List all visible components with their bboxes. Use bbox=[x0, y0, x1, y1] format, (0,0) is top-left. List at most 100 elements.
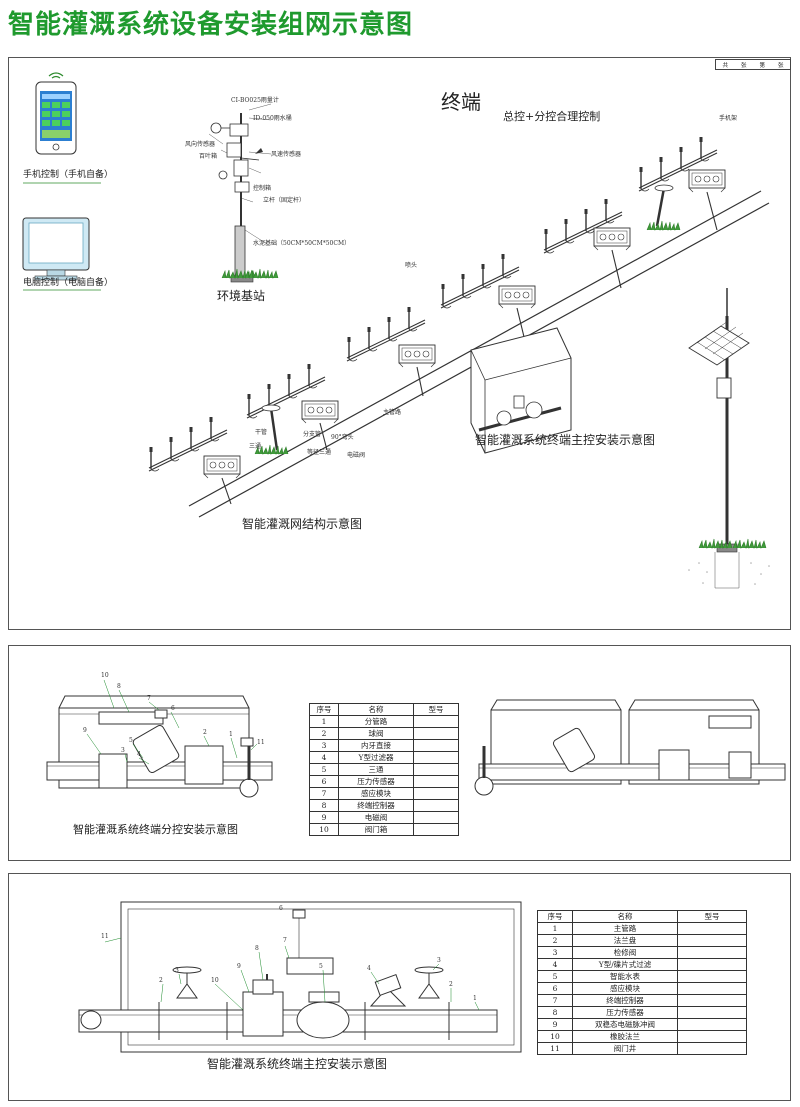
cell-model bbox=[413, 787, 459, 800]
title-block-cell: 张 bbox=[740, 62, 747, 69]
cell-name: Y型/碟片式过滤 bbox=[572, 958, 678, 971]
column-header: 型号 bbox=[677, 910, 747, 923]
station-label: 百叶箱 bbox=[199, 153, 218, 160]
column-header: 名称 bbox=[572, 910, 678, 923]
cell-name: 橡胶法兰 bbox=[572, 1030, 678, 1043]
callout-number: 4 bbox=[367, 965, 371, 972]
cell-name: 终端控制器 bbox=[338, 799, 414, 812]
cell-model bbox=[413, 739, 459, 752]
cell-index: 1 bbox=[309, 715, 339, 728]
cell-model bbox=[677, 970, 747, 983]
cell-model bbox=[413, 715, 459, 728]
callout-number: 1 bbox=[229, 731, 233, 738]
callout-number: 2 bbox=[449, 981, 453, 988]
station-label: 风向传感器 bbox=[185, 141, 216, 148]
cell-model bbox=[413, 811, 459, 824]
sub-control-box-right bbox=[474, 699, 786, 796]
callout-leaders bbox=[104, 937, 480, 1011]
callout-number: 11 bbox=[257, 739, 265, 746]
callout-number: 3 bbox=[175, 967, 179, 974]
callout-number: 8 bbox=[117, 683, 121, 690]
cell-index: 9 bbox=[537, 1018, 573, 1031]
main-box-caption: 智能灌溉系统终端主控安装示意图 bbox=[475, 433, 656, 447]
terminal-title: 终端 bbox=[441, 90, 481, 114]
station-label: ID-050雨水桶 bbox=[253, 115, 292, 122]
station-label: CI-BO025雨量计 bbox=[231, 97, 279, 104]
network-caption: 智能灌溉网结构示意图 bbox=[242, 517, 363, 531]
callout-number: 5 bbox=[129, 737, 133, 744]
title-block-cell: 第 bbox=[759, 62, 765, 69]
callout-number: 8 bbox=[255, 945, 259, 952]
callout-number: 10 bbox=[101, 672, 109, 679]
cell-model bbox=[677, 1042, 747, 1055]
cell-model bbox=[677, 946, 747, 959]
pipe-label: 等径三通 bbox=[307, 449, 332, 456]
cell-name: 三通 bbox=[338, 763, 414, 776]
cell-name: 内牙直接 bbox=[338, 739, 414, 752]
cell-name: 感应模块 bbox=[572, 982, 678, 995]
cell-model bbox=[677, 1018, 747, 1031]
cell-name: 阀门井 bbox=[572, 1042, 678, 1055]
cell-index: 3 bbox=[537, 946, 573, 959]
callout-number: 7 bbox=[147, 695, 151, 702]
column-header: 序号 bbox=[537, 910, 573, 923]
callout-number: 3 bbox=[121, 747, 125, 754]
sub-control-diagram bbox=[46, 679, 786, 798]
cell-model bbox=[677, 994, 747, 1007]
cell-name: 法兰盘 bbox=[572, 934, 678, 947]
table-header: 序号 名称 型号 bbox=[537, 910, 747, 923]
callout-number: 3 bbox=[437, 957, 441, 964]
pc-control-label: 电脑控制（电脑自备） bbox=[23, 278, 114, 288]
page-title: 智能灌溉系统设备安装组网示意图 bbox=[8, 10, 414, 40]
cell-name: 终端控制器 bbox=[572, 994, 678, 1007]
cell-index: 6 bbox=[537, 982, 573, 995]
cell-index: 6 bbox=[309, 775, 339, 788]
cell-index: 10 bbox=[537, 1030, 573, 1043]
cell-index: 5 bbox=[537, 970, 573, 983]
station-label: 立杆（固定杆） bbox=[263, 197, 306, 204]
main-pipe-assembly bbox=[78, 909, 498, 1040]
column-header: 型号 bbox=[413, 703, 459, 716]
cell-index: 4 bbox=[309, 751, 339, 764]
pipe-label: 电磁阀 bbox=[347, 452, 366, 459]
pipe-label: 90°弯头 bbox=[331, 434, 354, 441]
pipe-label: 手机架 bbox=[719, 115, 738, 122]
station-caption: 环境基站 bbox=[217, 289, 266, 303]
callout-number: 2 bbox=[159, 977, 163, 984]
sub-control-caption: 智能灌溉系统终端分控安装示意图 bbox=[73, 823, 238, 836]
pipe-label: 主管路 bbox=[383, 409, 402, 416]
cell-index: 8 bbox=[309, 799, 339, 812]
cell-model bbox=[413, 823, 459, 836]
callout-leaders bbox=[86, 679, 258, 765]
cell-index: 9 bbox=[309, 811, 339, 824]
sub-control-box-left bbox=[46, 695, 273, 798]
title-block: 共 张 第 张 bbox=[715, 59, 791, 70]
cell-index: 2 bbox=[309, 727, 339, 740]
cell-name: 感应模块 bbox=[338, 787, 414, 800]
cell-name: 检修阀 bbox=[572, 946, 678, 959]
cell-index: 5 bbox=[309, 763, 339, 776]
cell-model bbox=[677, 982, 747, 995]
callout-number: 10 bbox=[211, 977, 219, 984]
irrigation-zones bbox=[149, 137, 726, 505]
cell-index: 7 bbox=[537, 994, 573, 1007]
main-control-box bbox=[470, 327, 572, 454]
environment-station bbox=[208, 103, 279, 283]
title-block-cell: 张 bbox=[777, 62, 784, 69]
